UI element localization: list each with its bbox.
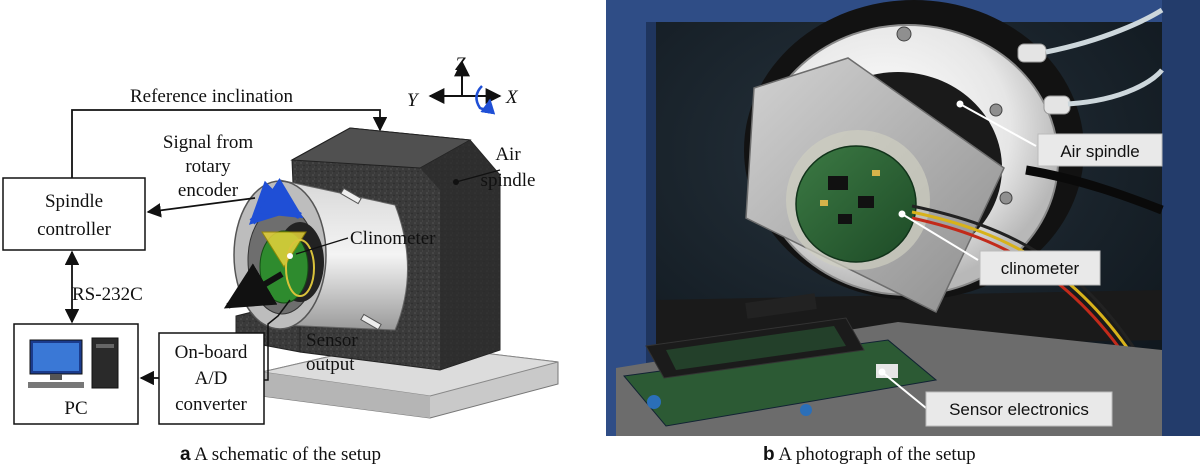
reference-inclination-line xyxy=(71,109,388,178)
signal-label-1: Signal from xyxy=(163,132,253,153)
axis-y-label: Y xyxy=(407,90,420,111)
caption-a: a A schematic of the setup xyxy=(180,444,381,466)
setup-photograph: Air spindle clinometer Sensor electronic… xyxy=(606,0,1200,436)
caption-b: b A photograph of the setup xyxy=(763,444,976,466)
signal-label-3: encoder xyxy=(178,180,239,201)
axis-x-label: X xyxy=(505,87,519,108)
adc-box xyxy=(158,332,265,425)
adc-label-2: A/D xyxy=(195,368,228,389)
rs232-label: RS-232C xyxy=(72,284,143,305)
air-spindle-callout: Air spindle xyxy=(956,100,1163,167)
axis-z-label: Z xyxy=(455,54,466,75)
photograph-panel: Air spindle clinometer Sensor electronic… xyxy=(606,0,1200,472)
air-spindle-photo-label: Air spindle xyxy=(1060,142,1139,161)
caption-b-letter: b xyxy=(763,444,775,465)
spindle-controller-box xyxy=(2,177,146,251)
sensor-to-adc-line xyxy=(264,299,291,381)
sensor-output-arrow xyxy=(223,263,284,309)
pc-label: PC xyxy=(64,398,87,419)
clinometer-pcb xyxy=(786,130,930,270)
sensor-output-label-1: Sensor xyxy=(306,330,358,351)
schematic-diagram: Z Y X Spindle controller PC On-board A/D… xyxy=(2,54,559,425)
schematic-panel: Z Y X Spindle controller PC On-board A/D… xyxy=(2,54,559,466)
sensor-output-label-2: output xyxy=(306,354,355,375)
caption-b-text: A photograph of the setup xyxy=(778,444,976,465)
adc-label-3: converter xyxy=(175,394,247,415)
adc-label-1: On-board xyxy=(175,342,248,363)
pneumatic-fittings xyxy=(1017,7,1164,215)
caption-a-text: A schematic of the setup xyxy=(194,444,382,465)
encoder-signal-line xyxy=(146,197,256,218)
caption-a-letter: a xyxy=(180,444,191,465)
rotation-arrow xyxy=(248,177,304,225)
sensor-electronics-callout: Sensor electronics xyxy=(878,368,1113,427)
clinometer-sensor xyxy=(259,230,315,304)
clinometer-leader xyxy=(295,237,349,255)
clinometer-callout: clinometer xyxy=(898,210,1101,286)
pc-icon xyxy=(28,337,119,389)
air-spindle-label-1: Air xyxy=(495,144,521,165)
reference-inclination-label: Reference inclination xyxy=(130,86,294,107)
axes-indicator: Z Y X xyxy=(407,54,519,115)
air-spindle-leader xyxy=(455,169,501,183)
spindle-controller-label-1: Spindle xyxy=(45,191,103,212)
clinometer-label: Clinometer xyxy=(350,228,436,249)
sensor-electronics-photo-label: Sensor electronics xyxy=(949,400,1089,419)
spindle-controller-label-2: controller xyxy=(37,219,112,240)
air-spindle-label-2: spindle xyxy=(481,170,536,191)
rotor xyxy=(233,179,408,331)
signal-label-2: rotary xyxy=(185,156,231,177)
clinometer-photo-label: clinometer xyxy=(1001,259,1080,278)
